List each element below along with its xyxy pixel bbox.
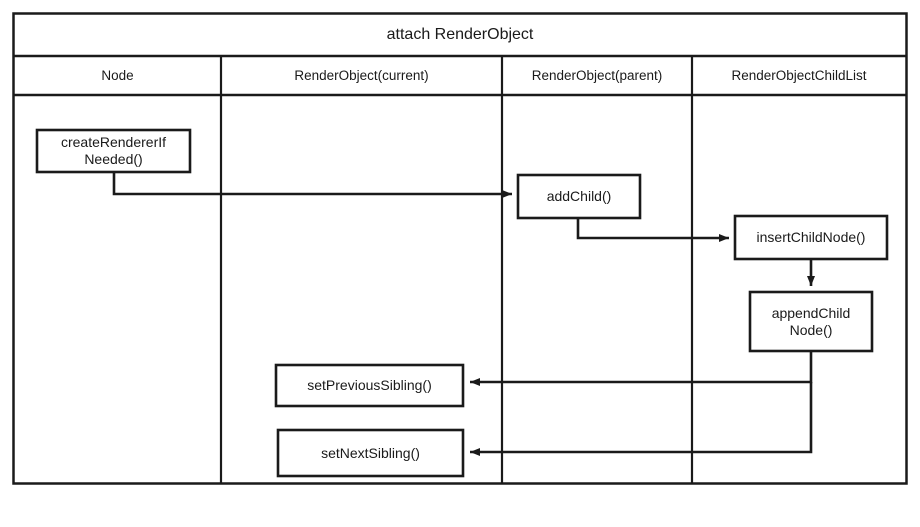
node-create-renderer-if-needed	[35, 128, 192, 174]
column-header-renderobject-parent: RenderObject(parent)	[531, 68, 663, 83]
edge-addchild-to-insert	[576, 218, 729, 242]
edge-create-to-addchild	[112, 171, 512, 198]
diagram-title: attach RenderObject	[386, 26, 534, 43]
column-header-renderobjectchildlist: RenderObjectChildList	[731, 68, 867, 83]
node-append-child-node	[748, 290, 874, 353]
node-set-next-sibling	[276, 428, 465, 478]
node-insert-child-node	[733, 214, 889, 261]
column-header-renderobject-current: RenderObject(current)	[294, 68, 429, 83]
node-set-previous-sibling	[274, 363, 465, 408]
column-header-node: Node	[101, 68, 134, 83]
node-add-child	[516, 173, 642, 220]
edge-append-to-setnext	[470, 382, 813, 456]
